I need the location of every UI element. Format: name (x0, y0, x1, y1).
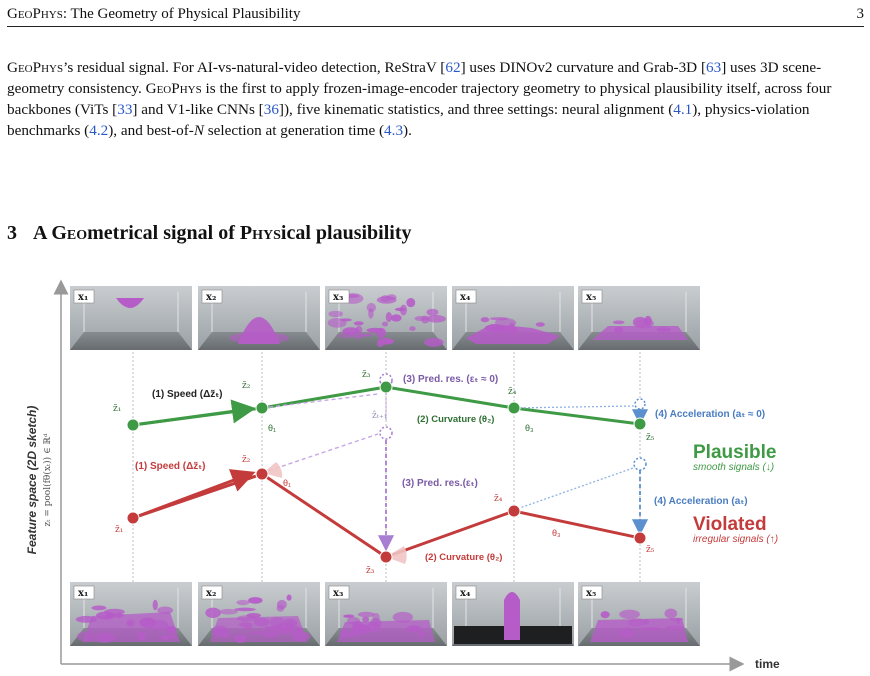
violated-accel-label: (4) Acceleration (aₜ) (654, 496, 748, 507)
violated-point-label: z̃₃ (366, 565, 375, 576)
frame-label: x₃ (333, 588, 343, 599)
plausible-curvature-label: (2) Curvature (θ₂) (417, 414, 494, 425)
violated-point-label: z̃₄ (494, 493, 503, 504)
plausible-pred-res-label: (3) Pred. res. (εₜ ≈ 0) (403, 374, 498, 385)
violated-trajectory: z̃₁ z̃₂ z̃₃ z̃₄ z̃₅ (1) Speed (Δz̃ₜ) (3) Pre… (115, 398, 778, 576)
frame-thumbnail: x₂ (198, 286, 320, 350)
frame-thumbnail: x₂ (198, 582, 320, 646)
plausible-accel-label: (4) Acceleration (aₜ ≈ 0) (655, 409, 765, 420)
running-title: GeoPhys: The Geometry of Physical Plausi… (7, 6, 301, 22)
frame-label: x₃ (333, 292, 343, 303)
frame-thumbnail: x₄ (452, 286, 574, 350)
section-link[interactable]: 4.1 (673, 101, 693, 118)
predicted-point-violated (379, 426, 393, 440)
violated-theta3: θ₃ (552, 528, 561, 538)
violated-point (255, 467, 269, 481)
plausible-point-label: z̃₅ (646, 432, 655, 443)
body-paragraph: GeoPhys’s residual signal. For AI-vs-nat… (7, 59, 832, 139)
plausible-point (507, 401, 521, 415)
violated-theta1: θ₁ (283, 478, 291, 488)
page-number: 3 (856, 6, 865, 22)
violated-point (633, 531, 647, 545)
x-axis-label: time (755, 657, 780, 671)
plausible-speed-label: (1) Speed (Δz̃ₜ) (152, 389, 223, 400)
plausible-theta3: θ₃ (525, 423, 534, 433)
violated-title: Violated (693, 514, 767, 535)
citation-link[interactable]: 36 (263, 101, 279, 118)
violated-pred-res-label: (3) Pred. res.(εₜ) (402, 478, 478, 489)
violated-point-label: z̃₁ (115, 524, 123, 535)
violated-point-label: z̃₅ (646, 544, 655, 555)
plausible-point-label: z̃₁ (113, 403, 121, 414)
plausible-point-label: z̃₄ (508, 386, 517, 397)
section-link[interactable]: 4.3 (384, 122, 404, 139)
predicted-accel-plausible (634, 398, 646, 410)
predicted-accel-violated (633, 457, 647, 471)
plausible-point-label: z̃₂ (242, 380, 251, 391)
violated-point (507, 504, 521, 518)
frame-thumbnail: x₃ (325, 582, 447, 646)
frame-label: x₂ (206, 588, 216, 599)
violated-point-label: z̃₂ (242, 454, 251, 465)
frame-label: x₄ (460, 588, 471, 599)
citation-link[interactable]: 63 (706, 59, 722, 76)
plausible-subtitle: smooth signals (↓) (693, 462, 774, 473)
figure-trajectory-diagram: time Feature space (2D sketch) zₜ = pool… (25, 279, 780, 672)
y-axis-formula: zₜ = pool(fθ(xₜ)) ∈ ℝᵈ (42, 433, 53, 527)
frame-thumbnail: x₁ (70, 286, 192, 350)
plausible-point-label: z̃₃ (362, 369, 371, 380)
frame-label: x₂ (206, 292, 216, 303)
citation-link[interactable]: 33 (117, 101, 133, 118)
violated-speed-label: (1) Speed (Δz̃ₜ) (135, 461, 206, 472)
frame-thumbnail: x₁ (70, 582, 192, 646)
plausible-point (379, 380, 393, 394)
running-header: GeoPhys: The Geometry of Physical Plausi… (7, 4, 864, 27)
violated-pred-point-label: ẑₜ₊₁ (372, 410, 387, 421)
frame-label: x₁ (78, 292, 88, 303)
violated-subtitle: irregular signals (↑) (693, 534, 778, 545)
y-axis-label: Feature space (2D sketch) (25, 406, 39, 555)
plausible-title: Plausible (693, 442, 776, 463)
frame-label: x₅ (586, 292, 596, 303)
frame-thumbnail: x₃ (325, 286, 447, 350)
frame-label: x₄ (460, 292, 471, 303)
citation-link[interactable]: 62 (445, 59, 461, 76)
plausible-point (633, 417, 647, 431)
plausible-theta1: θ₁ (268, 423, 276, 433)
violated-point (379, 550, 393, 564)
frame-thumbnail: x₅ (578, 582, 700, 646)
frame-label: x₅ (586, 588, 596, 599)
violated-curvature-label: (2) Curvature (θ₂) (425, 552, 502, 563)
plausible-point (255, 401, 269, 415)
frame-thumbnail: x₄ (452, 582, 574, 646)
plausible-trajectory: z̃₁ z̃₂ z̃₃ z̃₄ z̃₅ (1) Speed (Δz̃ₜ) (3) Pre… (113, 369, 776, 473)
frame-label: x₁ (78, 588, 88, 599)
violated-point (126, 511, 140, 525)
section-link[interactable]: 4.2 (89, 122, 109, 139)
frame-thumbnail: x₅ (578, 286, 700, 350)
plausible-point (126, 418, 140, 432)
